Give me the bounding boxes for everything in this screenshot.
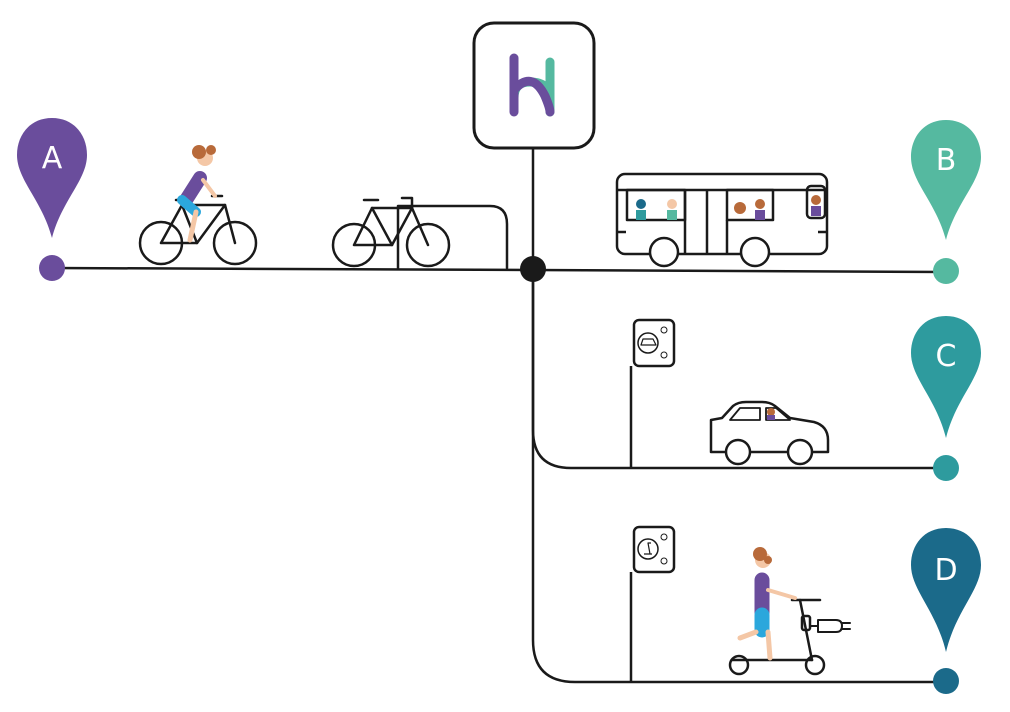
map-pin-icon <box>911 316 981 438</box>
bus-icon <box>615 172 829 268</box>
station-d: D <box>911 528 981 694</box>
map-pin-icon <box>911 120 981 240</box>
route-hub-to-b <box>531 268 948 274</box>
route-a-to-hub <box>50 266 535 272</box>
h-logo-icon <box>509 53 555 117</box>
car-charging-station-icon <box>629 318 676 468</box>
route-lines <box>50 146 948 684</box>
station-a-label: A <box>42 141 63 176</box>
map-pin-icon <box>17 118 87 238</box>
hub-logo <box>472 21 596 150</box>
station-d-label: D <box>934 553 957 588</box>
station-c: C <box>911 316 981 481</box>
scooter-charging-station-icon <box>629 525 676 682</box>
station-c-label: C <box>936 339 957 374</box>
station-a: A <box>17 118 87 281</box>
route-hub-to-c <box>531 268 948 470</box>
route-hub-to-d <box>531 268 948 684</box>
station-c-dot <box>933 455 959 481</box>
hub-junction <box>520 256 546 282</box>
cyclist-icon <box>138 145 258 266</box>
map-pin-icon <box>911 528 981 652</box>
station-d-dot <box>933 668 959 694</box>
station-a-dot <box>39 255 65 281</box>
station-b-dot <box>933 258 959 284</box>
station-b: B <box>911 120 981 284</box>
e-scooter-icon <box>728 547 851 676</box>
car-icon <box>709 400 830 466</box>
station-b-label: B <box>936 143 957 178</box>
bike-rack-icon <box>331 196 509 270</box>
